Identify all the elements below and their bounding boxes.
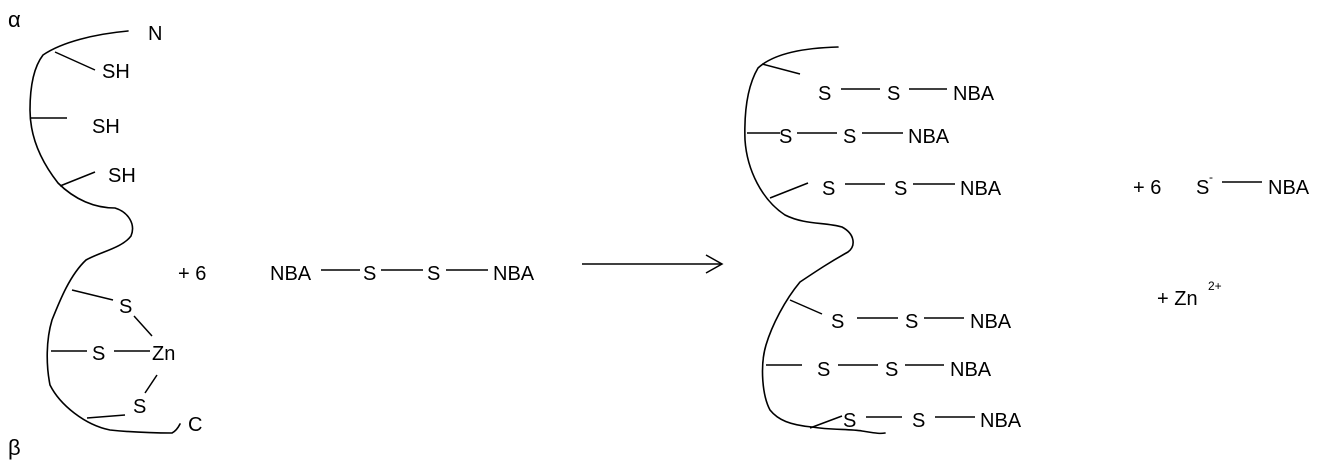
zinc-atom-label: Zn	[152, 343, 175, 365]
zinc-ion-label: + Zn	[1157, 288, 1198, 310]
reagent-right-group: NBA	[493, 263, 535, 285]
zinc-ion-charge: 2+	[1208, 279, 1222, 293]
product-group-2: NBA	[908, 126, 950, 148]
n-terminus-label: N	[148, 23, 162, 45]
thiol-bond-3	[59, 171, 96, 187]
reactant-backbone	[29, 30, 181, 434]
thiolate-group: NBA	[1268, 177, 1310, 199]
product-sulfur-a-1: S	[818, 83, 831, 105]
thiolate-charge: -	[1209, 170, 1213, 184]
zinc-coordination-1	[133, 315, 153, 337]
beta-label: β	[8, 435, 21, 460]
thiolate-sulfur: S	[1196, 177, 1209, 199]
byproducts: + 6 S - NBA + Zn 2+	[1133, 170, 1310, 310]
reaction-arrow	[582, 254, 724, 274]
product-sulfur-a-6: S	[843, 410, 856, 432]
reagent-coefficient: + 6	[178, 263, 206, 285]
reagent-left-group: NBA	[270, 263, 312, 285]
product-group-6: NBA	[980, 410, 1022, 432]
product-group-5: NBA	[950, 359, 992, 381]
reactant-protein: α N SH SH SH S S S Zn C β	[8, 7, 202, 460]
product-sulfur-a-4: S	[831, 311, 844, 333]
zinc-site-bond-1	[71, 289, 114, 301]
product-sulfur-b-4: S	[905, 311, 918, 333]
zinc-site-sulfur-3: S	[133, 396, 146, 418]
zinc-site-sulfur-1: S	[119, 296, 132, 318]
reagent: + 6 NBA S S NBA	[178, 263, 535, 285]
zinc-site-sulfur-2: S	[92, 343, 105, 365]
product-group-4: NBA	[970, 311, 1012, 333]
product-sulfur-b-2: S	[843, 126, 856, 148]
zinc-coordination-3	[144, 374, 158, 394]
thiolate-coefficient: + 6	[1133, 177, 1161, 199]
zinc-site-bond-3	[86, 414, 126, 419]
alpha-label: α	[8, 7, 21, 32]
product-sulfur-a-5: S	[817, 359, 830, 381]
product-sulfur-b-3: S	[894, 178, 907, 200]
product-sulfur-b-5: S	[885, 359, 898, 381]
thiol-label-3: SH	[108, 165, 136, 187]
product-group-1: NBA	[953, 83, 995, 105]
thiol-label-2: SH	[92, 116, 120, 138]
c-terminus-label: C	[188, 414, 202, 436]
thiol-label-1: SH	[102, 61, 130, 83]
product-group-3: NBA	[960, 178, 1002, 200]
reagent-sulfur-1: S	[363, 263, 376, 285]
product-backbone	[744, 46, 886, 435]
product-sulfur-a-3: S	[822, 178, 835, 200]
reagent-sulfur-2: S	[427, 263, 440, 285]
product-sulfur-a-2: S	[779, 126, 792, 148]
thiol-bond-1	[54, 51, 96, 71]
product-sulfur-b-1: S	[887, 83, 900, 105]
product-sulfur-b-6: S	[912, 410, 925, 432]
product-protein: S S NBA S S NBA S S NBA S S NBA S S NBA	[744, 46, 1022, 435]
